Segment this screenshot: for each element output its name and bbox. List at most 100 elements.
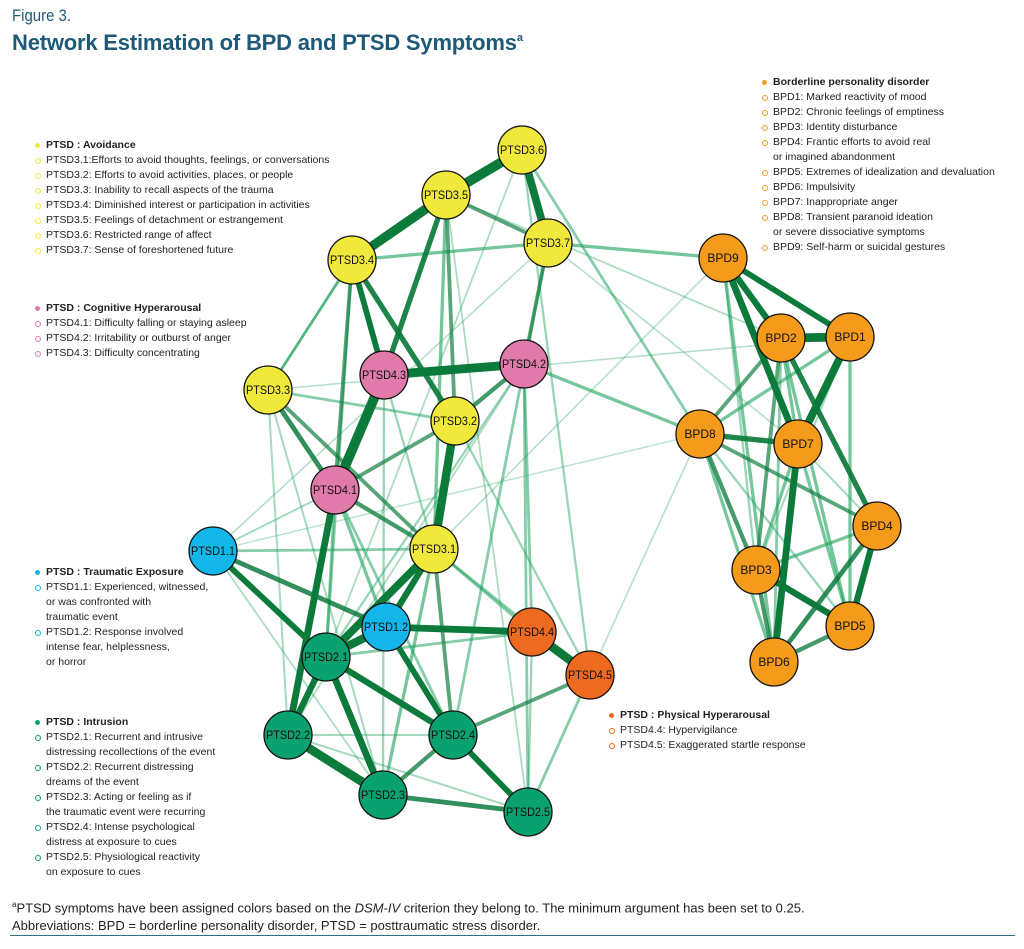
node-label: PTSD2.3 bbox=[361, 788, 405, 802]
node-bpd9: BPD9 bbox=[698, 233, 748, 283]
node-circle bbox=[409, 524, 459, 574]
node-circle bbox=[327, 235, 377, 285]
legend-ring-icon bbox=[35, 243, 46, 258]
node-label: PTSD2.4 bbox=[431, 728, 475, 742]
edge-bpd8-ptsd1-1 bbox=[212, 433, 701, 552]
edge-ptsd3-5-ptsd3-2 bbox=[444, 194, 457, 422]
node-circle bbox=[358, 770, 408, 820]
edge-ptsd4-3-ptsd3-1 bbox=[382, 374, 436, 550]
node-label: PTSD4.2 bbox=[502, 357, 546, 371]
figure-label: Figure 3. bbox=[12, 6, 72, 25]
node-ptsd3-5: PTSD3.5 bbox=[421, 170, 471, 220]
legend-dot-icon bbox=[35, 138, 46, 153]
legend-item: BPD3: Identity disturbance bbox=[762, 120, 995, 135]
node-ptsd2-4: PTSD2.4 bbox=[428, 710, 478, 760]
legend-ring-icon bbox=[762, 165, 773, 180]
node-circle bbox=[773, 419, 823, 469]
node-circle bbox=[852, 501, 902, 551]
edge-ptsd3-6-bpd8 bbox=[520, 149, 702, 435]
legend-item-text: PTSD3.3: Inability to recall aspects of … bbox=[46, 184, 274, 196]
node-ptsd1-2: PTSD1.2 bbox=[361, 602, 411, 652]
legend-item-text: PTSD3.2: Efforts to avoid activities, pl… bbox=[46, 169, 294, 181]
legend-item-text: PTSD4.3: Difficulty concentrating bbox=[46, 347, 200, 359]
legend-item-text: PTSD2.2: Recurrent distressing bbox=[46, 761, 194, 773]
title-footnote-marker: a bbox=[516, 32, 523, 44]
node-label: PTSD3.4 bbox=[330, 253, 374, 267]
legend-item-continuation: or imagined abandonment bbox=[773, 151, 896, 163]
legend-item-text: PTSD3.4: Diminished interest or particip… bbox=[46, 199, 310, 211]
node-bpd6: BPD6 bbox=[749, 637, 799, 687]
legend-item-text: PTSD4.2: Irritability or outburst of ang… bbox=[46, 332, 231, 344]
legend-item: PTSD2.1: Recurrent and intrusive bbox=[35, 730, 215, 745]
legend-ring-icon bbox=[35, 213, 46, 228]
legend-item: PTSD3.3: Inability to recall aspects of … bbox=[35, 183, 329, 198]
node-ptsd3-6: PTSD3.6 bbox=[497, 125, 547, 175]
node-ptsd1-1: PTSD1.1 bbox=[188, 526, 238, 576]
node-label: PTSD2.1 bbox=[304, 650, 348, 664]
edge-bpd2-bpd4 bbox=[778, 336, 880, 528]
node-label: PTSD4.5 bbox=[568, 668, 612, 682]
legend-item: BPD7: Inappropriate anger bbox=[762, 195, 995, 210]
node-label: PTSD1.2 bbox=[364, 620, 408, 634]
legend-item: PTSD2.5: Physiological reactivity bbox=[35, 850, 215, 865]
node-ptsd2-3: PTSD2.3 bbox=[358, 770, 408, 820]
node-label: PTSD3.1 bbox=[412, 542, 456, 556]
edge-bpd9-bpd1 bbox=[721, 255, 852, 340]
node-label: BPD1 bbox=[834, 330, 866, 344]
legend-ring-icon bbox=[35, 153, 46, 168]
legend-ring-icon bbox=[762, 90, 773, 105]
legend-dot-icon bbox=[762, 75, 773, 90]
footnote: aPTSD symptoms have been assigned colors… bbox=[12, 896, 805, 935]
node-circle bbox=[301, 632, 351, 682]
edge-ptsd1-1-ptsd1-2 bbox=[212, 548, 387, 630]
legend-ring-icon bbox=[35, 820, 46, 835]
legend-item-text: PTSD2.1: Recurrent and intrusive bbox=[46, 731, 203, 743]
legend-item-text: PTSD2.4: Intense psychological bbox=[46, 821, 195, 833]
edge-bpd2-bpd3 bbox=[754, 337, 783, 571]
legend-item: PTSD3.4: Diminished interest or particip… bbox=[35, 198, 329, 213]
legend-item-continuation: distressing recollections of the event bbox=[46, 746, 216, 758]
node-label: PTSD1.1 bbox=[191, 544, 235, 558]
node-circle bbox=[430, 396, 480, 446]
legend-item: BPD1: Marked reactivity of mood bbox=[762, 90, 995, 105]
legend-dot-icon bbox=[35, 565, 46, 580]
node-circle bbox=[698, 233, 748, 283]
figure-title-text: Network Estimation of BPD and PTSD Sympt… bbox=[12, 30, 517, 55]
legend-dot-icon bbox=[35, 301, 46, 316]
legend-ring-icon bbox=[35, 198, 46, 213]
legend-heading: PTSD : Traumatic Exposure bbox=[35, 565, 208, 580]
node-bpd1: BPD1 bbox=[825, 312, 875, 362]
node-bpd4: BPD4 bbox=[852, 501, 902, 551]
legend-item: PTSD4.5: Exaggerated startle response bbox=[609, 738, 806, 753]
node-circle bbox=[565, 650, 615, 700]
bottom-rule bbox=[10, 935, 1015, 936]
edge-ptsd2-1-ptsd2-4 bbox=[324, 654, 455, 738]
legend-item: PTSD2.3: Acting or feeling as if bbox=[35, 790, 215, 805]
legend-item-text: BPD3: Identity disturbance bbox=[773, 121, 898, 133]
legend-item-continuation: distress at exposure to cues bbox=[46, 836, 177, 848]
node-circle bbox=[523, 218, 573, 268]
node-ptsd2-2: PTSD2.2 bbox=[263, 710, 313, 760]
legend-item: PTSD3.6: Restricted range of affect bbox=[35, 228, 329, 243]
node-label: PTSD3.7 bbox=[526, 236, 570, 250]
legend-heading: PTSD : Intrusion bbox=[35, 715, 215, 730]
legend-item: PTSD3.2: Efforts to avoid activities, pl… bbox=[35, 168, 329, 183]
legend-ring-icon bbox=[35, 168, 46, 183]
legend-item-continuation: or severe dissociative symptoms bbox=[773, 226, 925, 238]
legend-ring-icon bbox=[35, 850, 46, 865]
legend-item-text: PTSD1.1: Experienced, witnessed, bbox=[46, 581, 209, 593]
legend-ring-icon bbox=[609, 738, 620, 753]
node-circle bbox=[503, 787, 553, 837]
legend-item-text: BPD2: Chronic feelings of emptiness bbox=[773, 106, 944, 118]
legend-ring-icon bbox=[35, 331, 46, 346]
legend-item-continuation: dreams of the event bbox=[46, 776, 139, 788]
legend-item: PTSD4.2: Irritability or outburst of ang… bbox=[35, 331, 247, 346]
legend-item-text: PTSD3.6: Restricted range of affect bbox=[46, 229, 212, 241]
node-label: PTSD4.3 bbox=[362, 368, 406, 382]
legend-item: BPD8: Transient paranoid ideation bbox=[762, 210, 995, 225]
legend-item: BPD4: Frantic efforts to avoid real bbox=[762, 135, 995, 150]
legend-ring-icon bbox=[35, 625, 46, 640]
edge-ptsd2-1-ptsd4-4 bbox=[325, 630, 533, 659]
figure-title: Network Estimation of BPD and PTSD Sympt… bbox=[12, 30, 523, 56]
